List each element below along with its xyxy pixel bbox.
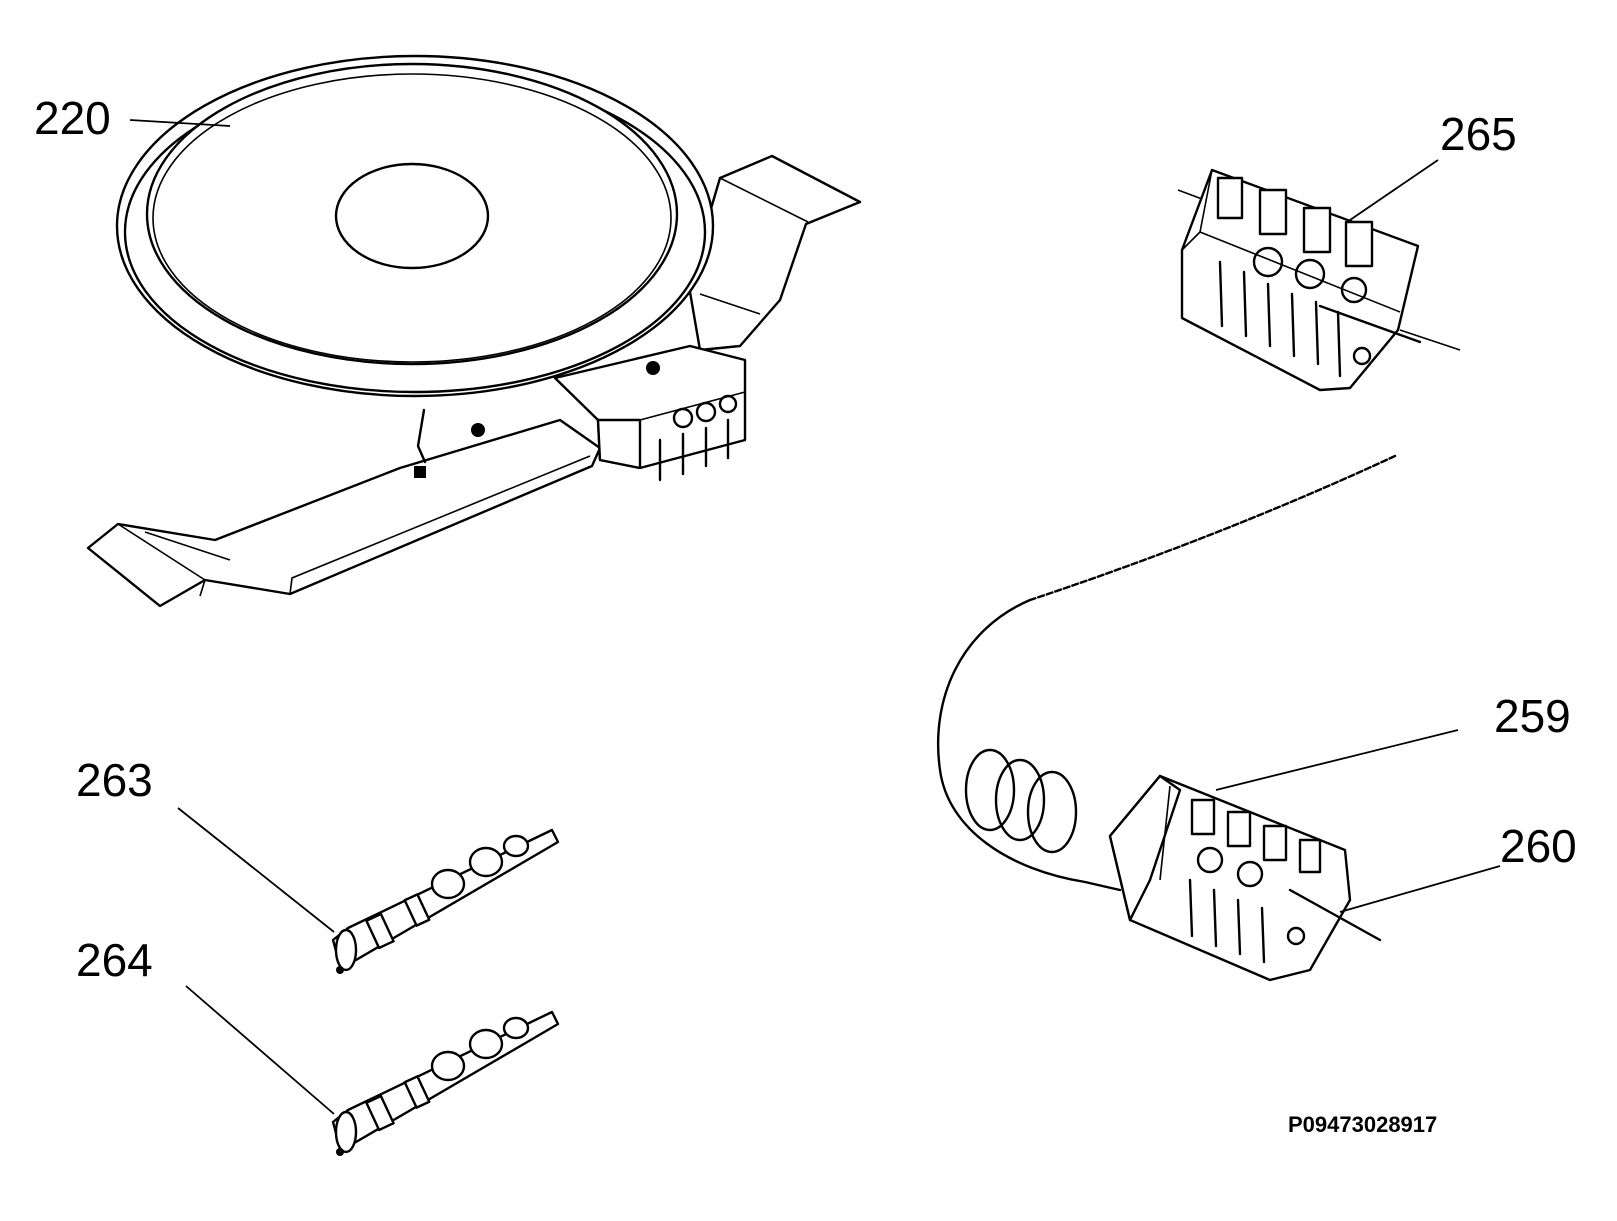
part-264-connector [331,1010,560,1156]
callout-259: 259 [1494,690,1571,742]
hotplate-centre-disc [334,162,490,270]
part-259-260-thermostat-assembly [936,454,1397,982]
capillary-coil-1 [964,748,1016,832]
leader-264 [185,985,335,1115]
leader-265 [1349,159,1439,221]
leader-260 [1339,865,1501,913]
callout-264: 264 [76,934,153,986]
hotplate-bracket-arm [688,154,862,352]
callout-220: 220 [34,92,111,144]
callout-263: 263 [76,754,153,806]
callout-260: 260 [1500,820,1577,872]
hotplate-surface [145,62,679,366]
capillary-tube [1028,454,1397,602]
leader-220 [129,119,231,127]
part-220-hotplate [86,54,862,608]
callout-265: 265 [1440,108,1517,160]
part-263-connector [331,828,560,974]
leader-263 [177,807,335,933]
thermostat-switch-body [1108,774,1352,982]
part-265-switch [1177,168,1461,392]
leader-259 [1215,729,1459,791]
drawing-code: P09473028917 [1288,1112,1437,1137]
hotplate-bracket-strip [86,418,602,608]
